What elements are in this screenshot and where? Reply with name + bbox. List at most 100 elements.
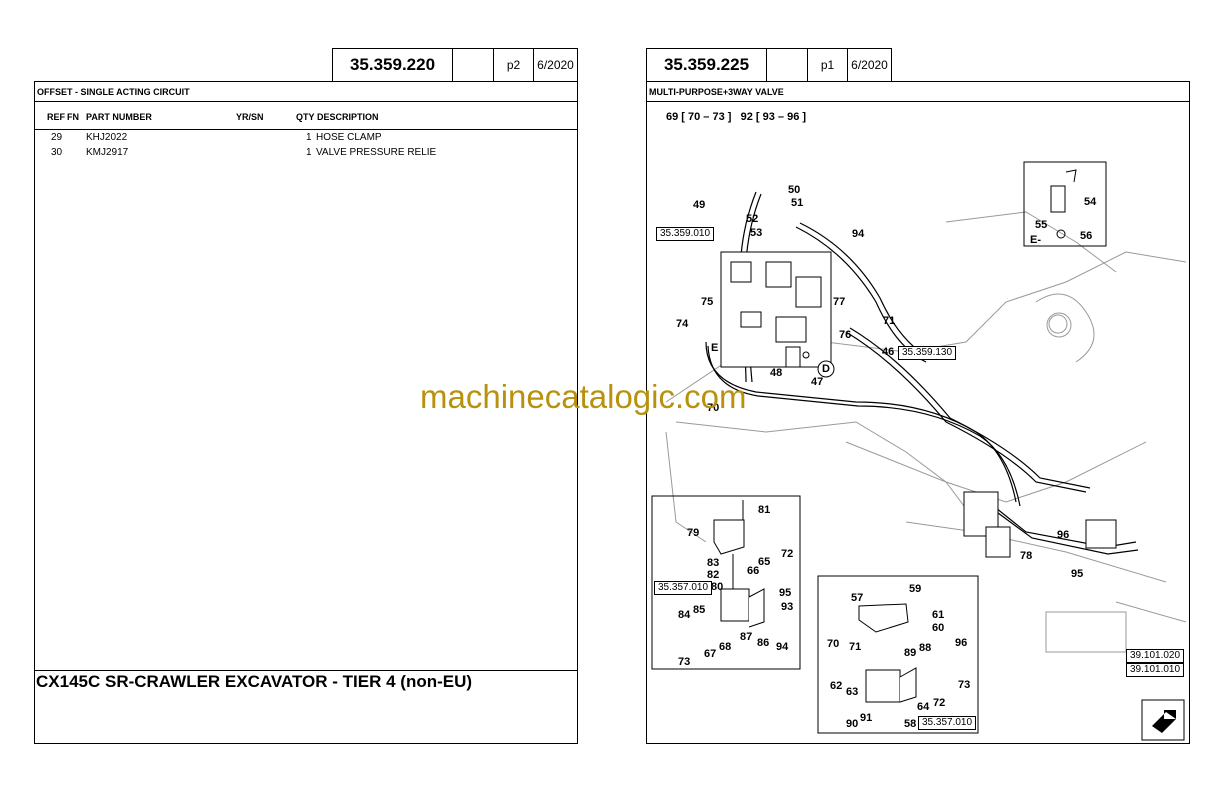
footer-title: CX145C SR-CRAWLER EXCAVATOR - TIER 4 (no… [36, 672, 473, 691]
callout-95b: 95 [1071, 568, 1084, 580]
callout-87: 87 [740, 631, 753, 643]
callout-93: 93 [781, 601, 794, 613]
row-description: HOSE CLAMP [316, 132, 382, 143]
ref-box-35357010-left[interactable]: 35.357.010 [654, 581, 713, 595]
callout-88: 88 [919, 642, 932, 654]
callout-84: 84 [678, 609, 691, 621]
callout-83: 83 [707, 557, 720, 569]
col-description: DESCRIPTION [317, 112, 379, 122]
table-row: 29 KHJ2022 1 HOSE CLAMP [0, 132, 578, 146]
callout-60: 60 [932, 622, 945, 634]
callout-89: 89 [904, 647, 917, 659]
divider [34, 129, 578, 130]
callout-46: 46 [882, 346, 895, 358]
divider [646, 101, 1190, 102]
right-section-title: MULTI-PURPOSE+3WAY VALVE [649, 87, 784, 97]
ref-box-39101020[interactable]: 39.101.020 [1126, 649, 1185, 663]
row-part-number: KHJ2022 [86, 132, 128, 143]
callout-57: 57 [851, 592, 864, 604]
row-qty: 1 [306, 132, 312, 143]
left-section-title: OFFSET - SINGLE ACTING CIRCUIT [37, 87, 190, 97]
callout-59: 59 [909, 583, 922, 595]
callout-70b: 70 [827, 638, 840, 650]
right-page-number: p1 [807, 48, 848, 82]
callout-67: 67 [704, 648, 717, 660]
callout-82: 82 [707, 569, 720, 581]
callout-90: 90 [846, 718, 859, 730]
callout-71b: 71 [849, 641, 862, 653]
callout-66: 66 [747, 565, 760, 577]
callout-48: 48 [770, 367, 783, 379]
right-page-frame [646, 81, 1190, 744]
left-page-code: 35.359.220 [332, 48, 453, 82]
ref-box-35359010[interactable]: 35.359.010 [656, 227, 715, 241]
callout-78: 78 [1020, 550, 1033, 562]
col-yr-sn: YR/SN [236, 112, 264, 122]
callout-54: 54 [1084, 196, 1097, 208]
watermark: machinecatalogic.com [420, 378, 747, 415]
callout-72: 72 [781, 548, 794, 560]
reference-line: 69 [ 70 – 73 ] 92 [ 93 – 96 ] [666, 111, 807, 123]
callout-49: 49 [693, 199, 706, 211]
callout-58: 58 [904, 718, 917, 730]
row-part-number: KMJ2917 [86, 147, 129, 158]
callout-79: 79 [687, 527, 700, 539]
callout-63: 63 [846, 686, 859, 698]
detail-label-e-minus: E- [1030, 234, 1041, 246]
callout-77: 77 [833, 296, 846, 308]
callout-73b: 73 [958, 679, 971, 691]
callout-51: 51 [791, 197, 804, 209]
right-page-date: 6/2020 [847, 48, 892, 82]
callout-52: 52 [746, 213, 759, 225]
divider [34, 101, 578, 102]
left-page-number: p2 [493, 48, 534, 82]
callout-56: 56 [1080, 230, 1093, 242]
callout-70: 70 [707, 402, 720, 414]
callout-95: 95 [779, 587, 792, 599]
detail-label-d: D [822, 363, 830, 375]
row-qty: 1 [306, 147, 312, 158]
col-ref: REF [47, 112, 65, 122]
callout-68: 68 [719, 641, 732, 653]
row-ref: 29 [51, 132, 63, 143]
callout-91: 91 [860, 712, 873, 724]
callout-96: 96 [955, 637, 968, 649]
col-part-number: PART NUMBER [86, 112, 152, 122]
row-ref: 30 [51, 147, 63, 158]
right-page-blank-cell [766, 48, 808, 82]
left-page-blank-cell [452, 48, 494, 82]
callout-73: 73 [678, 656, 691, 668]
callout-75: 75 [701, 296, 714, 308]
callout-55: 55 [1035, 219, 1048, 231]
col-fn: FN [67, 112, 79, 122]
callout-81: 81 [758, 504, 771, 516]
callout-94b: 94 [776, 641, 789, 653]
callout-76: 76 [839, 329, 852, 341]
left-page-frame [34, 81, 578, 744]
callout-47: 47 [811, 376, 824, 388]
callout-65: 65 [758, 556, 771, 568]
exploded-parts-drawing [651, 161, 1187, 741]
callout-85: 85 [693, 604, 706, 616]
right-page-code: 35.359.225 [646, 48, 767, 82]
callout-96b: 96 [1057, 529, 1070, 541]
callout-86: 86 [757, 637, 770, 649]
callout-62: 62 [830, 680, 843, 692]
left-page-date: 6/2020 [533, 48, 578, 82]
callout-64: 64 [917, 701, 930, 713]
callout-53: 53 [750, 227, 763, 239]
callout-80: 80 [711, 581, 724, 593]
callout-74: 74 [676, 318, 689, 330]
callout-50: 50 [788, 184, 801, 196]
callout-72b: 72 [933, 697, 946, 709]
divider [34, 670, 578, 671]
row-description: VALVE PRESSURE RELIE [316, 147, 437, 158]
callout-71: 71 [883, 315, 896, 327]
ref-box-35357010-right[interactable]: 35.357.010 [918, 716, 977, 730]
detail-label-e: E [711, 342, 719, 354]
callout-94: 94 [852, 228, 865, 240]
callout-61: 61 [932, 609, 945, 621]
ref-box-35359130[interactable]: 35.359.130 [898, 346, 957, 360]
col-qty: QTY [296, 112, 315, 122]
ref-box-39101010[interactable]: 39.101.010 [1126, 663, 1185, 677]
